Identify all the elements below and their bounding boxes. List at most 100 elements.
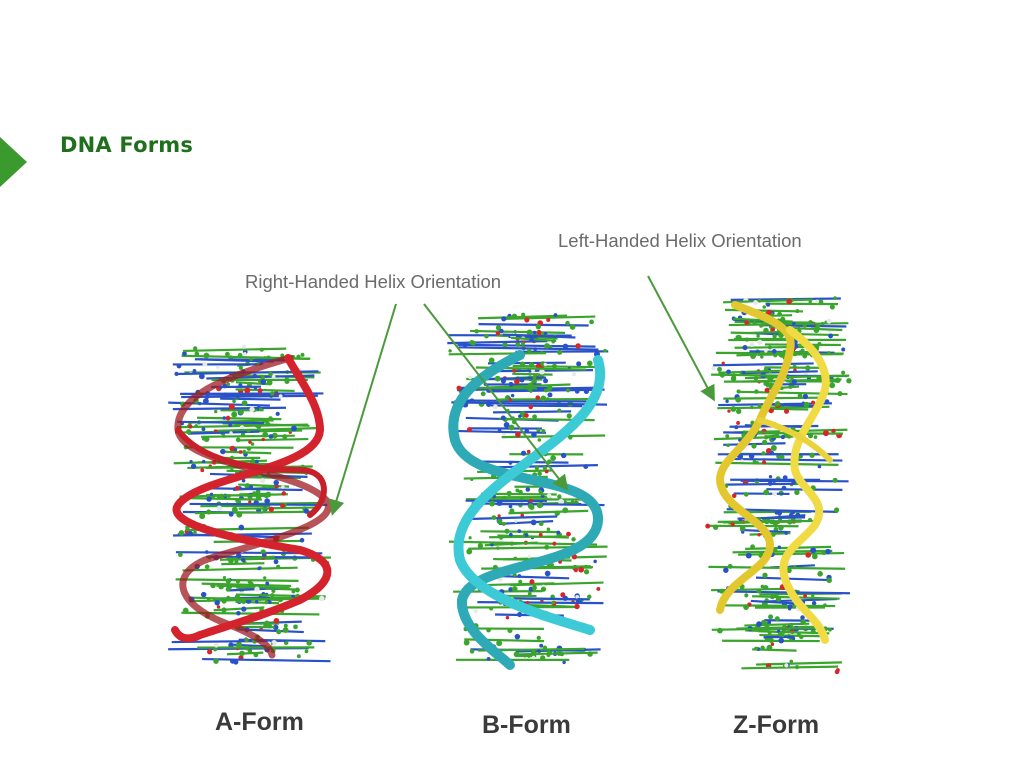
- atom: [596, 586, 601, 591]
- atom: [515, 488, 520, 493]
- atom: [538, 521, 544, 527]
- atom: [508, 381, 514, 387]
- atom: [735, 335, 740, 340]
- atom: [766, 302, 771, 307]
- atom: [760, 355, 764, 359]
- atom: [762, 305, 767, 309]
- base-pair-bond: [220, 397, 281, 401]
- atom: [825, 548, 831, 555]
- atom: [828, 333, 834, 339]
- atom: [193, 346, 198, 351]
- atom: [519, 377, 525, 383]
- atom: [538, 532, 543, 537]
- atom: [190, 463, 197, 470]
- atom: [774, 616, 780, 622]
- base-pair-bond: [226, 555, 275, 560]
- atom: [300, 352, 305, 357]
- atom: [507, 627, 513, 633]
- atom: [568, 435, 573, 440]
- atom: [831, 428, 836, 434]
- atom: [587, 651, 593, 657]
- atom: [201, 427, 206, 432]
- atom: [571, 372, 576, 377]
- atom: [244, 387, 251, 394]
- atom: [562, 343, 569, 350]
- atom: [760, 645, 765, 651]
- a-form-molecule: [168, 345, 332, 665]
- base-pair-bond: [723, 298, 813, 304]
- atom: [271, 374, 276, 379]
- atom: [524, 533, 529, 537]
- atom: [501, 316, 507, 322]
- atom: [777, 631, 783, 637]
- atom: [518, 579, 523, 584]
- atom: [508, 504, 513, 509]
- atom: [536, 635, 541, 641]
- atom: [583, 388, 590, 394]
- atom: [505, 615, 510, 620]
- base-pair-bond: [755, 576, 830, 582]
- atom: [811, 600, 817, 606]
- atom: [833, 296, 837, 300]
- z-form-ribbon-1: [715, 301, 795, 614]
- atom: [578, 566, 585, 573]
- atom: [531, 585, 537, 591]
- atom: [495, 325, 502, 331]
- atom: [808, 300, 812, 304]
- atom: [775, 596, 782, 602]
- atom: [542, 645, 548, 650]
- atom: [281, 491, 287, 496]
- base-pair-bond: [741, 665, 839, 670]
- atom: [547, 392, 553, 398]
- atom: [711, 366, 716, 371]
- atom: [560, 452, 567, 459]
- atom: [278, 394, 283, 399]
- atom: [516, 386, 521, 390]
- atom: [795, 309, 800, 314]
- a-form-label: A-Form: [215, 708, 304, 736]
- atom: [772, 478, 777, 484]
- atom: [473, 609, 478, 614]
- atom: [511, 586, 518, 592]
- atom: [824, 399, 830, 404]
- atom: [726, 369, 731, 375]
- atom: [250, 442, 255, 446]
- atom: [291, 425, 297, 432]
- atom: [468, 536, 472, 540]
- atom: [778, 353, 784, 358]
- atom: [537, 471, 542, 476]
- atom: [560, 592, 566, 598]
- atom: [206, 509, 212, 515]
- atom: [226, 382, 231, 387]
- atom: [589, 319, 594, 325]
- atom: [519, 361, 526, 367]
- atom: [829, 304, 835, 310]
- base-pair-bond: [451, 401, 608, 406]
- atom: [273, 559, 279, 565]
- atom: [531, 650, 536, 656]
- atom: [803, 401, 810, 408]
- atom: [777, 545, 782, 549]
- atom: [248, 440, 252, 444]
- atom: [226, 595, 231, 600]
- base-pair-bond: [729, 457, 843, 462]
- atom: [485, 401, 492, 407]
- atom: [805, 552, 812, 558]
- atom: [508, 587, 514, 592]
- atom: [566, 388, 571, 393]
- base-pair-bond: [457, 343, 596, 348]
- atom: [547, 385, 553, 391]
- atom: [531, 655, 536, 660]
- base-pair-bond: [470, 329, 566, 334]
- atom: [200, 468, 205, 473]
- atom: [522, 653, 527, 658]
- atom: [779, 454, 785, 460]
- atom: [751, 443, 757, 449]
- atom: [777, 311, 782, 317]
- atom: [484, 333, 489, 339]
- atom: [755, 460, 760, 465]
- base-pair-bond: [724, 308, 804, 313]
- atom: [815, 299, 820, 304]
- atom: [543, 378, 549, 384]
- atom: [469, 398, 475, 404]
